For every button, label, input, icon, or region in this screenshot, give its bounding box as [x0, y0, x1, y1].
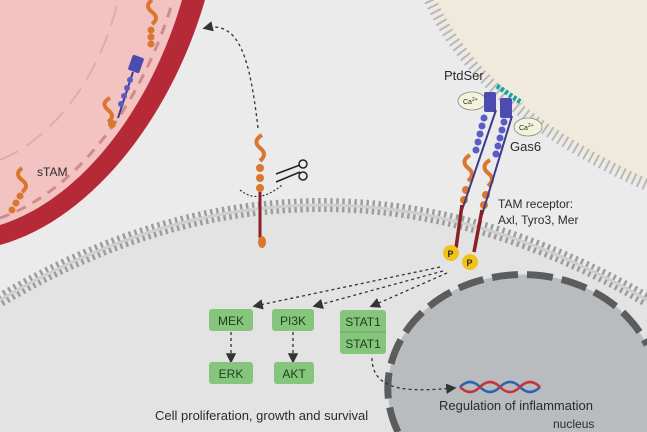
- pathway-stat1-label-2: STAT1: [345, 337, 381, 351]
- pathway-mek-label: MEK: [218, 314, 244, 328]
- pathway-mek: MEK: [209, 309, 253, 331]
- pathway-pi3k: PI3K: [272, 309, 314, 331]
- cell-outcome-label: Cell proliferation, growth and survival: [155, 408, 368, 423]
- phosphate-1: [443, 245, 459, 261]
- ptdser-gas6-complex: PtdSer Ca2+ Ca2+ Gas6: [444, 68, 543, 154]
- cleaved-receptor: [202, 21, 308, 248]
- phosphate-2: [462, 254, 478, 270]
- calcium-label-1: Ca: [463, 99, 472, 106]
- gas6-label: Gas6: [510, 139, 541, 154]
- phosphate-label-1: P: [448, 249, 454, 259]
- svg-text:Ca2+: Ca2+: [519, 123, 534, 132]
- apoptotic-cell: [424, 0, 647, 191]
- shedding-arrow: [202, 21, 259, 129]
- arrow-to-mek: [252, 266, 441, 310]
- receptor-label-line2: Axl, Tyro3, Mer: [498, 213, 578, 227]
- pathway-stat1-label-1: STAT1: [345, 315, 381, 329]
- calcium-label-2: Ca: [519, 125, 528, 132]
- calcium-charge-2: 2+: [528, 123, 534, 129]
- inflammation-label: Regulation of inflammation: [439, 398, 593, 413]
- scissors-icon: [275, 159, 308, 183]
- ptdser-label: PtdSer: [444, 68, 484, 83]
- calcium-charge-1: 2+: [472, 97, 478, 103]
- pathway-pi3k-label: PI3K: [280, 314, 306, 328]
- receptor-label-line1: TAM receptor:: [498, 197, 573, 211]
- svg-text:Ca2+: Ca2+: [463, 97, 478, 106]
- pathway-akt: AKT: [274, 362, 314, 384]
- arrow-stat1-dna: [371, 357, 457, 394]
- nucleus-label: nucleus: [553, 417, 594, 431]
- arrow-to-stat1: [369, 272, 448, 308]
- pathway-erk: ERK: [209, 362, 253, 384]
- pathway-stat1-dimer: STAT1 STAT1: [340, 310, 386, 354]
- pathway-erk-label: ERK: [219, 367, 244, 381]
- calcium-ion-2: [513, 117, 543, 137]
- phosphate-label-2: P: [467, 258, 473, 268]
- dna-helix-icon: [459, 380, 541, 394]
- soluble-tam-molecules: sTAM: [8, 0, 158, 214]
- tam-receptor-dimer: P P TAM receptor: Axl, Tyro3, Mer: [443, 109, 578, 270]
- blood-vessel: [0, 0, 205, 245]
- pathway-akt-label: AKT: [282, 367, 306, 381]
- stam-label: sTAM: [37, 165, 67, 179]
- arrow-to-pi3k: [312, 270, 444, 309]
- signal-arrows: [225, 266, 448, 364]
